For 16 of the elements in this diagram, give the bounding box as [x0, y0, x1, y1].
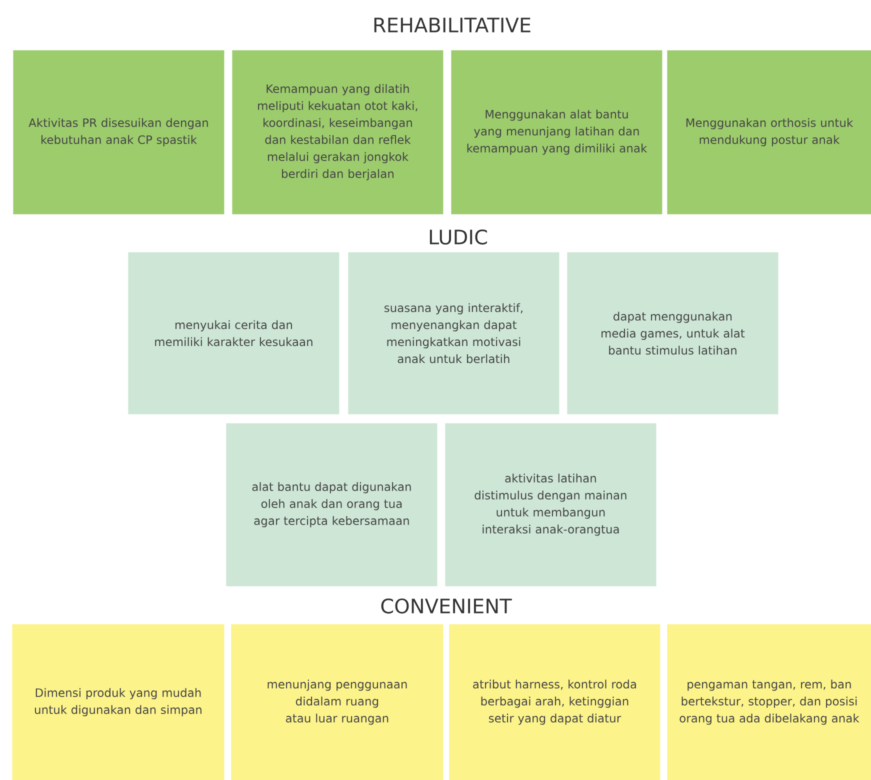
text-box: alat bantu dapat digunakan oleh anak dan orang tua agar tercipta kebersamaan — [226, 423, 438, 586]
section-heading: CONVENIENT — [381, 598, 512, 614]
text-box: Menggunakan alat bantu yang menunjang latihan dan kemampuan yang dimiliki anak — [451, 50, 662, 214]
text-box: pengaman tangan, rem, ban bertekstur, stopper, dan posisi orang tua ada dibelakang anak — [667, 624, 871, 780]
text-box: Aktivitas PR disesuikan dengan kebutuhan anak CP spastik — [13, 50, 224, 214]
section-heading: LUDIC — [430, 229, 487, 245]
text-box: Menggunakan orthosis untuk mendukung postur anak — [667, 50, 871, 214]
text-box: dapat menggunakan media games, untuk alat bantu stimulus latihan — [567, 252, 778, 414]
text-box: aktivitas latihan distimulus dengan mainan untuk membangun interaksi anak-orangtua — [445, 423, 656, 586]
text-box: atribut harness, kontrol roda berbagai arah, ketinggian setir yang dapat diatur — [449, 624, 660, 780]
text-box: menunjang penggunaan didalam ruang atau luar ruangan — [231, 624, 444, 780]
text-box: menyukai cerita dan memiliki karakter kesukaan — [128, 252, 340, 414]
text-box: suasana yang interaktif, menyenangkan dapat meningkatkan motivasi anak untuk berlatih — [348, 252, 560, 414]
section-heading: REHABILITATIVE — [374, 18, 530, 32]
text-box: Dimensi produk yang mudah untuk digunakan dan simpan — [12, 624, 224, 780]
text-box: Kemampuan yang dilatih meliputi kekuatan otot kaki, koordinasi, keseimbangan dan kestabilan dan reflek melalui gerakan jongkok berdiri dan berjalan — [232, 50, 444, 214]
